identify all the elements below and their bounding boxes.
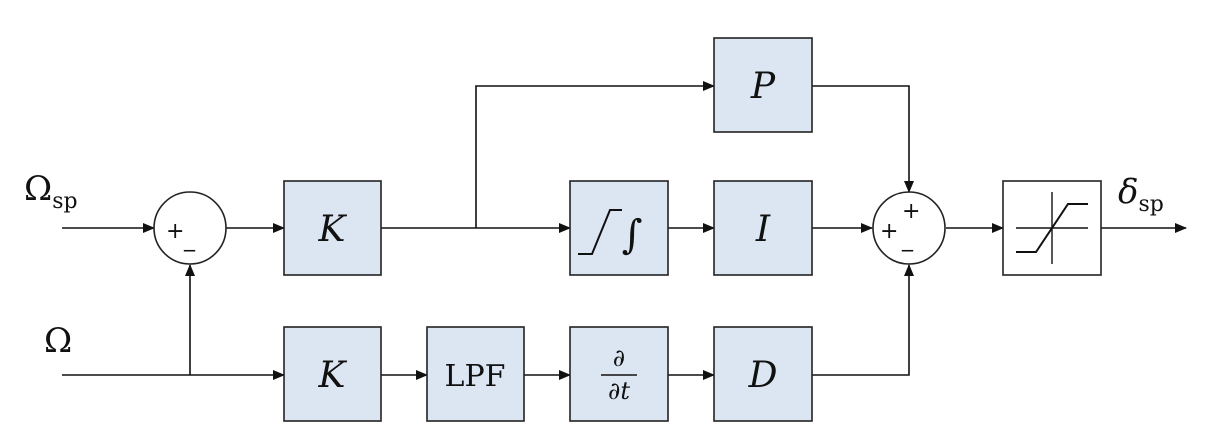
gain-lower-label: K: [318, 355, 348, 396]
pid-summing-junction: + + _: [872, 191, 946, 265]
derivative-operator-block: ∂ ∂t: [569, 326, 669, 422]
derivative-block: D: [713, 326, 813, 422]
antiwindup-integrator-block: ∫: [569, 180, 669, 276]
lpf-label: LPF: [445, 359, 506, 394]
lpf-block: LPF: [426, 326, 525, 422]
error-minus-sign: _: [183, 227, 196, 252]
wire-branch-to-p: [475, 81, 715, 228]
derivative-denominator: ∂t: [608, 377, 630, 405]
pid-plus-left-sign: +: [880, 219, 898, 244]
integral-block: I: [713, 180, 813, 276]
pid-plus-top-sign: +: [902, 199, 920, 224]
derivative-label: D: [748, 355, 778, 396]
gain-upper-label: K: [318, 209, 348, 250]
integral-symbol: ∫: [622, 212, 643, 258]
saturation-curve-icon: [1016, 203, 1088, 253]
error-plus-sign: +: [166, 219, 184, 244]
integral-label: I: [755, 209, 771, 250]
gain-block-lower: K: [283, 326, 382, 422]
pid-minus-sign: _: [901, 227, 914, 252]
gain-block-upper: K: [283, 180, 382, 276]
saturation-block: [1002, 180, 1102, 276]
wire-d-to-pid-sum: [812, 264, 914, 376]
wire-p-to-pid-sum: [812, 85, 914, 193]
derivative-numerator: ∂: [613, 344, 625, 372]
proportional-block: P: [713, 37, 813, 133]
output-label: δsp: [1118, 172, 1164, 217]
setpoint-label: Ωsp: [24, 169, 78, 214]
proportional-label: P: [750, 66, 776, 107]
error-summing-junction: + _: [153, 191, 227, 265]
signal-wires: [62, 81, 1187, 380]
feedback-label: Ω: [44, 321, 72, 361]
ramp-saturation-icon: [578, 209, 622, 255]
